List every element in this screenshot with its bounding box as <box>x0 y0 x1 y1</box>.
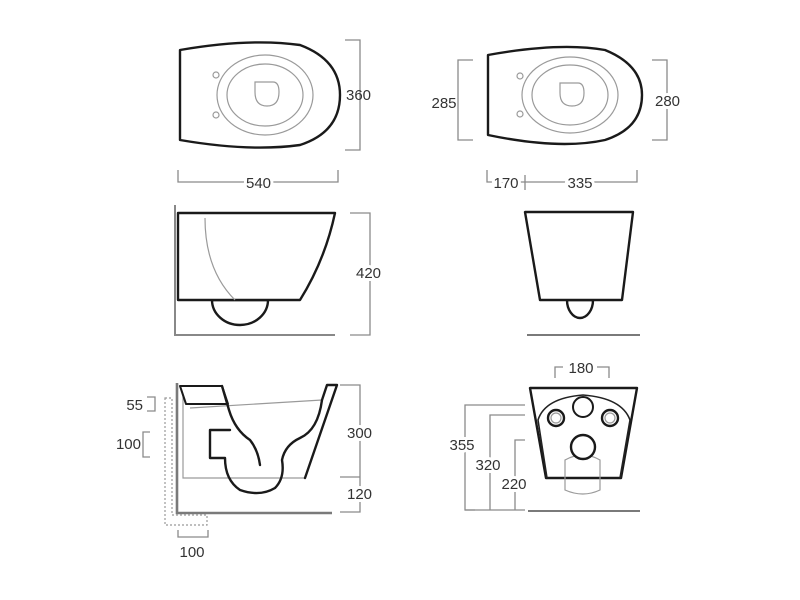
dimension-label: 55 <box>126 397 143 414</box>
dimension-label: 420 <box>356 265 381 282</box>
dimension-label: 100 <box>179 544 204 561</box>
dimension-label: 300 <box>347 425 372 442</box>
plan-view-left: 360 540 <box>177 39 371 195</box>
dimension-label: 355 <box>449 437 474 454</box>
front-view <box>523 210 640 336</box>
dimension-label: 280 <box>655 93 680 110</box>
dimension-label: 335 <box>567 175 592 192</box>
dimension-label: 285 <box>431 95 456 112</box>
dimension-label: 360 <box>346 87 371 104</box>
dimension-label: 320 <box>475 457 500 474</box>
dimension-label: 100 <box>116 436 141 453</box>
plan-view-right: 285 280 170 335 <box>431 45 683 195</box>
rear-view: 180 355 320 220 <box>446 360 640 512</box>
dimension-label: 540 <box>246 175 271 192</box>
side-view: 420 <box>174 205 384 336</box>
dimension-label: 170 <box>493 175 518 192</box>
dimension-label: 220 <box>501 476 526 493</box>
section-view: 300 120 55 100 100 <box>116 383 375 561</box>
dimension-label: 180 <box>568 360 593 377</box>
dimension-label: 120 <box>347 486 372 503</box>
